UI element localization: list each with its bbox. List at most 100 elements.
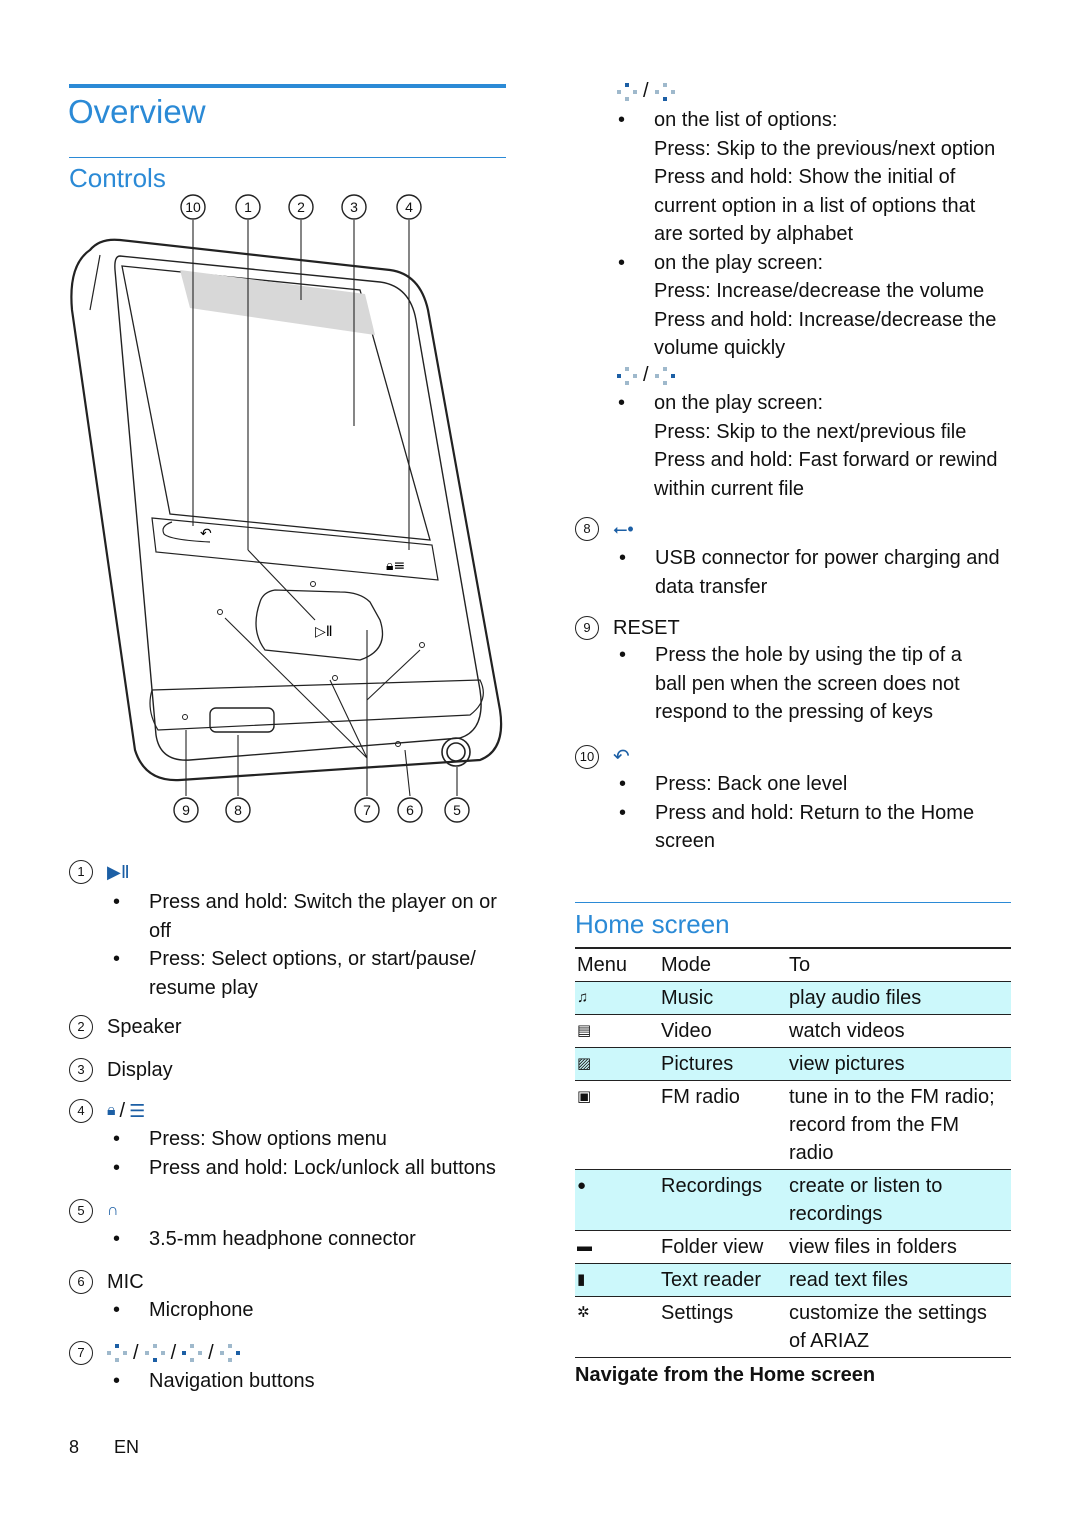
- nav-updown-icons: /: [617, 80, 675, 103]
- control-item-2: 2 Speaker: [69, 1015, 182, 1039]
- control-item-6: 6 MIC Microphone: [69, 1270, 509, 1325]
- control-item-10: 10 ↶ Press: Back one level Press and hol…: [575, 744, 1020, 856]
- callout-6: 6: [406, 802, 414, 818]
- text-line: within current file: [654, 477, 805, 500]
- num-badge: 6: [69, 1270, 93, 1294]
- bullet: Press: Back one level: [619, 770, 1020, 799]
- music-note-icon: ♫: [575, 981, 659, 1014]
- text-line: create or listen to: [789, 1174, 943, 1197]
- mode-cell: Pictures: [659, 1047, 787, 1080]
- callout-3: 3: [350, 199, 358, 215]
- nav-down-icon: [144, 1344, 165, 1362]
- to-cell: view pictures: [787, 1047, 1011, 1080]
- nav-up-icon: [617, 82, 637, 101]
- mode-cell: Settings: [661, 1301, 734, 1324]
- callout-2: 2: [297, 199, 305, 215]
- text-line: view pictures: [789, 1052, 905, 1075]
- video-icon: ▤: [577, 1021, 592, 1039]
- bullet: on the play screen:: [618, 249, 1038, 278]
- text-line: view files in folders: [789, 1235, 957, 1258]
- title-rule: [69, 84, 506, 88]
- to-cell: tune in to the FM radio; record from the…: [787, 1080, 1011, 1169]
- mode-cell: Folder view: [661, 1235, 764, 1258]
- text-line: Press: Skip to the previous/next option: [654, 137, 996, 160]
- text-line: screen: [655, 830, 716, 852]
- speaker-label: Speaker: [107, 1015, 182, 1038]
- pictures-icon: ▨: [575, 1047, 659, 1080]
- text-line: Press and hold: Increase/decrease the: [654, 308, 997, 331]
- control-item-7: 7 / / / Navigation buttons: [69, 1341, 509, 1396]
- nav-left-icon: [617, 366, 637, 385]
- book-icon: ▮: [575, 1263, 659, 1296]
- text-line: USB connector for power charging and: [655, 547, 1000, 569]
- slash-separator: /: [643, 80, 649, 102]
- callout-1: 1: [244, 199, 252, 215]
- to-cell: create or listen to recordings: [787, 1169, 1011, 1230]
- control-item-1: 1 ▶︎Ⅱ Press and hold: Switch the player …: [69, 860, 509, 1002]
- mic-label: MIC: [107, 1270, 144, 1293]
- column-header: Mode: [661, 953, 712, 976]
- controls-rule: [69, 157, 506, 158]
- text-line: Press and hold: Fast forward or rewind: [654, 449, 998, 471]
- column-header: To: [789, 953, 811, 976]
- to-cell: view files in folders: [787, 1230, 1011, 1263]
- table-row: ▨ Pictures view pictures: [575, 1047, 1011, 1080]
- text-line: ball pen when the screen does not: [655, 672, 960, 695]
- bullet: on the list of options:: [618, 106, 1038, 135]
- num-badge: 7: [69, 1341, 93, 1365]
- table-row: ✲ Settings customize the settings of ARI…: [575, 1296, 1011, 1357]
- play-pause-icon: ▶︎Ⅱ: [107, 861, 130, 882]
- text-line: read text files: [789, 1268, 908, 1291]
- table-row: ♫ Music play audio files: [575, 981, 1011, 1014]
- microphone-icon: ●: [575, 1169, 659, 1230]
- num-badge: 10: [575, 744, 599, 769]
- text-line: recordings: [789, 1202, 883, 1225]
- nav-right-icon: [219, 1344, 240, 1362]
- nav-up-icon: [107, 1344, 127, 1362]
- device-diagram: 10 1 2 3 4 9 8 7 6 5 ↶ 🔒︎≡ ▷Ⅱ: [70, 194, 503, 823]
- home-screen-table-wrap: Menu Mode To ♫ Music play audio files ▤ …: [575, 947, 1011, 1358]
- mode-cell: Recordings: [659, 1169, 787, 1230]
- control-item-4: 4 🔒︎ / ☰ Press: Show options menu Press …: [69, 1099, 509, 1182]
- table-row: ▬ Folder view view files in folders: [575, 1230, 1011, 1263]
- table-row: ▮ Text reader read text files: [575, 1263, 1011, 1296]
- settings-icon: ✲: [577, 1303, 590, 1321]
- page-title: Overview: [68, 93, 206, 130]
- nav-leftright-icons: /: [617, 364, 675, 387]
- num-badge: 3: [69, 1058, 93, 1082]
- bullet: Press the hole by using the tip of a bal…: [619, 641, 1020, 727]
- text-line: are sorted by alphabet: [654, 223, 854, 245]
- footer: 8 EN: [69, 1437, 139, 1458]
- reset-label: RESET: [613, 616, 680, 639]
- play-screen-block: on the play screen: Press: Skip to the n…: [618, 389, 1038, 503]
- text-line: Press and hold: Return to the Home: [655, 801, 975, 824]
- bullet: Press: Select options, or start/pause/ r…: [113, 945, 509, 1002]
- navigate-heading: Navigate from the Home screen: [575, 1364, 876, 1386]
- language-code: EN: [114, 1437, 140, 1457]
- num-badge: 5: [69, 1199, 93, 1223]
- mode-cell: Music: [659, 981, 787, 1014]
- bullet: Navigation buttons: [113, 1367, 509, 1396]
- callout-5: 5: [453, 802, 461, 818]
- headphone-icon: ∩: [107, 1202, 119, 1219]
- slash-separator: /: [119, 1099, 126, 1122]
- lock-icon: 🔒︎: [107, 1102, 116, 1119]
- text-line: respond to the pressing of keys: [655, 701, 933, 723]
- control-item-3: 3 Display: [69, 1058, 173, 1082]
- to-cell: play audio files: [787, 981, 1011, 1014]
- text-line: current option in a list of options that: [654, 194, 976, 217]
- text-line: record from the FM: [789, 1113, 960, 1136]
- num-badge: 1: [69, 860, 93, 884]
- text-line: play audio files: [789, 986, 922, 1009]
- home-screen-rule: [575, 902, 1011, 903]
- slash-separator: /: [643, 364, 649, 386]
- list-options-block: on the list of options: Press: Skip to t…: [618, 106, 1038, 363]
- column-header: Menu: [577, 953, 628, 976]
- control-item-8: 8 ⭠• USB connector for power charging an…: [575, 517, 1020, 601]
- control-item-9: 9 RESET Press the hole by using the tip …: [575, 616, 1020, 727]
- nav-right-icon: [654, 366, 675, 385]
- table-row: ▤ Video watch videos: [575, 1014, 1011, 1047]
- bullet: Press and hold: Return to the Home scree…: [619, 799, 1020, 856]
- menu-icon: ☰: [129, 1100, 146, 1121]
- num-badge: 8: [575, 517, 599, 541]
